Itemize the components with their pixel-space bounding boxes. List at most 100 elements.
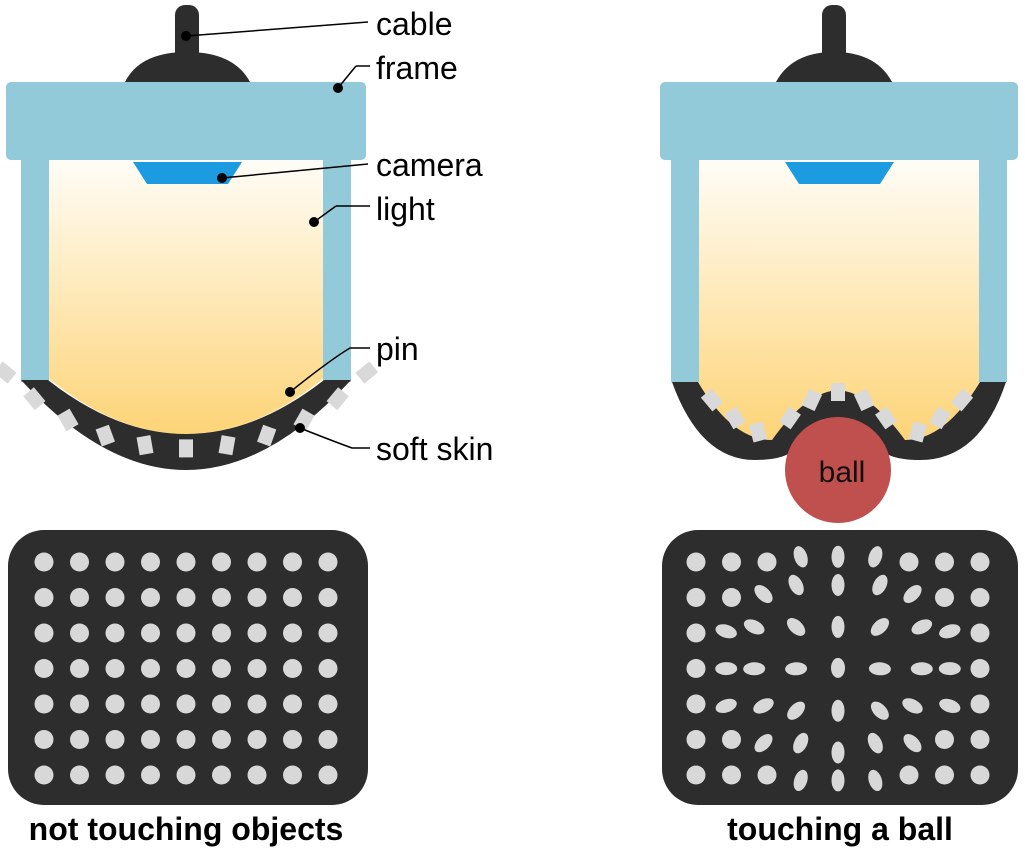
- marker-dot: [70, 765, 89, 785]
- marker-dot: [212, 694, 231, 714]
- marker-dot: [212, 588, 231, 607]
- marker-dot: [757, 552, 777, 572]
- marker-dot: [868, 662, 891, 676]
- marker-dot: [686, 588, 706, 607]
- pin: [853, 388, 875, 412]
- marker-dot: [247, 694, 267, 714]
- left-dot-grid: [34, 552, 338, 785]
- marker-dot: [970, 659, 990, 678]
- marker-dot: [785, 662, 808, 676]
- marker-dot: [831, 741, 845, 764]
- marker-dot: [70, 588, 89, 607]
- leader-camera: [221, 163, 369, 179]
- marker-dot: [247, 623, 267, 643]
- right-dot-grid: [686, 545, 990, 792]
- right-light-region: [698, 158, 980, 440]
- right-wall-left: [671, 150, 699, 382]
- marker-dot: [715, 624, 737, 639]
- right-sensor: ball: [660, 5, 1018, 523]
- marker-dot: [970, 588, 990, 607]
- pin: [57, 408, 79, 432]
- marker-dot: [911, 619, 933, 635]
- left-sensor: [0, 5, 379, 470]
- marker-dot: [939, 698, 961, 714]
- right-cable-mount: [776, 52, 892, 82]
- right-camera: [785, 162, 894, 184]
- marker-dot: [715, 698, 737, 714]
- leader-pin-dot: [285, 387, 295, 397]
- marker-dot: [176, 659, 196, 678]
- marker-dot: [318, 552, 338, 572]
- marker-dot: [970, 765, 990, 785]
- pin: [218, 435, 236, 456]
- marker-dot: [34, 730, 54, 749]
- marker-dot: [910, 662, 933, 676]
- marker-dot: [212, 659, 231, 678]
- marker-dot: [970, 730, 990, 749]
- marker-dot: [34, 659, 54, 678]
- pin: [257, 424, 277, 447]
- marker-dot: [867, 732, 883, 754]
- pin: [724, 406, 746, 430]
- marker-dot: [70, 623, 89, 643]
- marker-dot: [105, 765, 125, 785]
- marker-dot: [34, 694, 54, 714]
- marker-dot: [176, 552, 196, 572]
- marker-dot: [318, 730, 338, 749]
- ball-label: ball: [819, 456, 866, 489]
- marker-dot: [970, 694, 990, 714]
- marker-dot: [686, 730, 706, 749]
- pin: [355, 361, 379, 384]
- marker-dot: [831, 699, 845, 722]
- marker-dot: [935, 588, 954, 607]
- marker-dot: [935, 552, 954, 572]
- marker-dot: [903, 734, 922, 753]
- marker-dot: [318, 694, 338, 714]
- marker-dot: [754, 585, 773, 603]
- pin: [700, 388, 724, 412]
- pin: [908, 421, 928, 443]
- marker-dot: [754, 734, 773, 753]
- pin: [326, 387, 349, 411]
- left-soft-skin: [21, 380, 351, 470]
- marker-dot: [247, 552, 267, 572]
- marker-dot: [70, 552, 89, 572]
- label-camera: camera: [376, 147, 483, 183]
- marker-dot: [899, 765, 919, 785]
- label-cable: cable: [376, 6, 453, 42]
- pin: [748, 421, 768, 443]
- pin: [23, 387, 46, 411]
- marker-dot: [757, 765, 777, 785]
- leader-soft-skin: [299, 427, 370, 449]
- marker-dot: [176, 694, 196, 714]
- marker-dot: [212, 552, 231, 572]
- marker-dot: [105, 552, 125, 572]
- marker-dot: [105, 694, 125, 714]
- marker-dot: [283, 694, 302, 714]
- right-cable: [822, 5, 846, 65]
- marker-dot: [788, 574, 804, 596]
- marker-dot: [686, 552, 706, 572]
- marker-dot: [141, 659, 160, 678]
- label-pin: pin: [376, 331, 419, 367]
- marker-dot: [938, 662, 961, 676]
- label-frame: frame: [376, 50, 458, 86]
- pin: [929, 406, 951, 430]
- pin: [779, 406, 801, 430]
- label-soft-skin: soft skin: [376, 431, 493, 467]
- marker-dot: [831, 657, 845, 678]
- marker-dot: [686, 694, 706, 714]
- marker-dot: [105, 730, 125, 749]
- marker-dot: [722, 588, 741, 607]
- leader-cable: [185, 21, 369, 37]
- leader-light-dot: [309, 217, 319, 227]
- marker-dot: [247, 730, 267, 749]
- marker-dot: [831, 769, 845, 792]
- marker-dot: [686, 659, 706, 678]
- marker-dot: [70, 730, 89, 749]
- marker-dot: [722, 552, 741, 572]
- marker-dot: [318, 765, 338, 785]
- pin: [136, 435, 154, 456]
